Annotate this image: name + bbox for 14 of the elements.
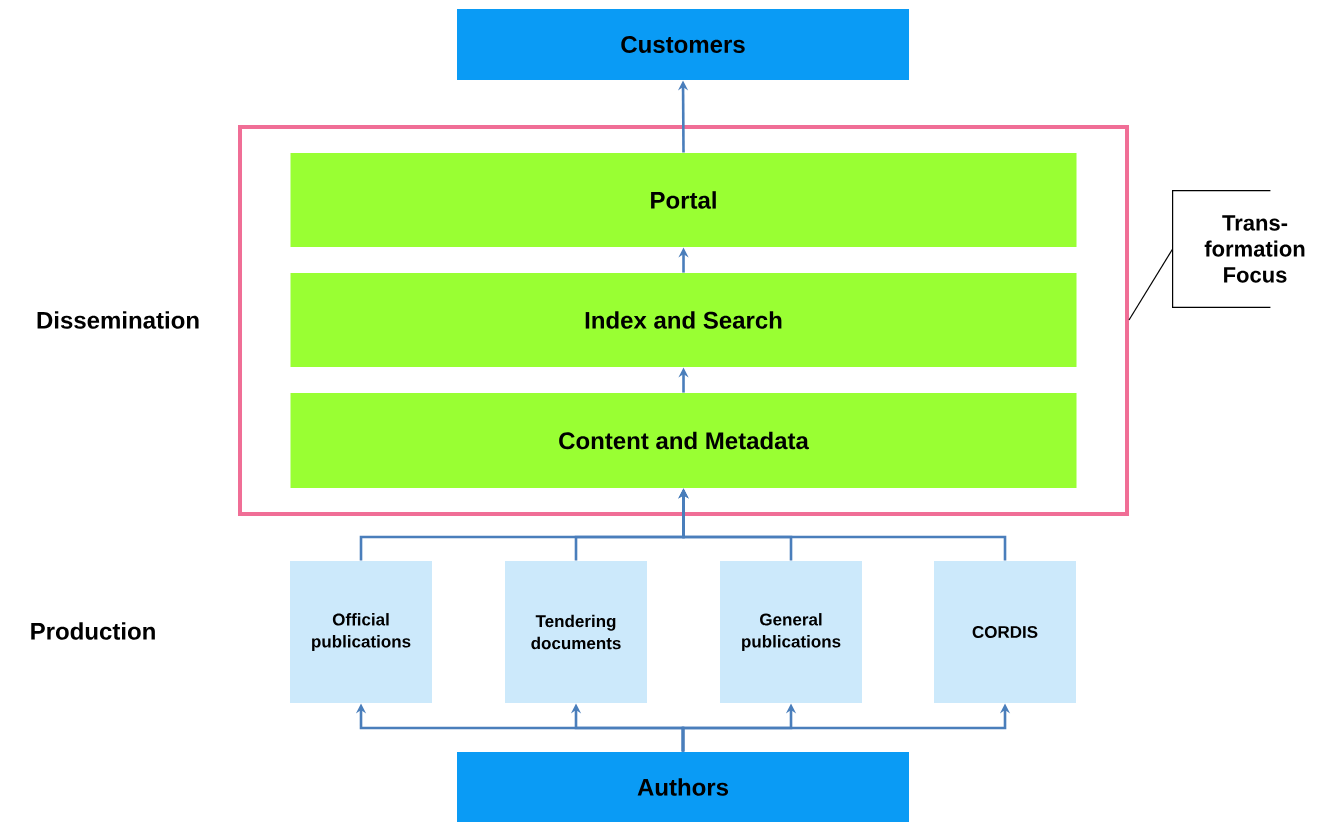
layer-box: Index and Search: [290, 273, 1077, 367]
layer-box: Portal: [290, 153, 1077, 247]
source-box: Tendering documents: [505, 561, 647, 703]
side-label: Production: [31, 622, 155, 640]
source-box: General publications: [720, 561, 862, 703]
focus-frame: [238, 125, 1129, 516]
side-label: Dissemination: [37, 311, 199, 329]
actor-box: Customers: [457, 9, 909, 80]
source-box: CORDIS: [934, 561, 1076, 703]
leader-line: [1128, 248, 1174, 321]
source-box: Official publications: [290, 561, 432, 703]
actor-box: Authors: [457, 752, 909, 822]
callout-box: Trans-formation Focus: [1172, 190, 1305, 308]
layer-box: Content and Metadata: [290, 393, 1077, 488]
